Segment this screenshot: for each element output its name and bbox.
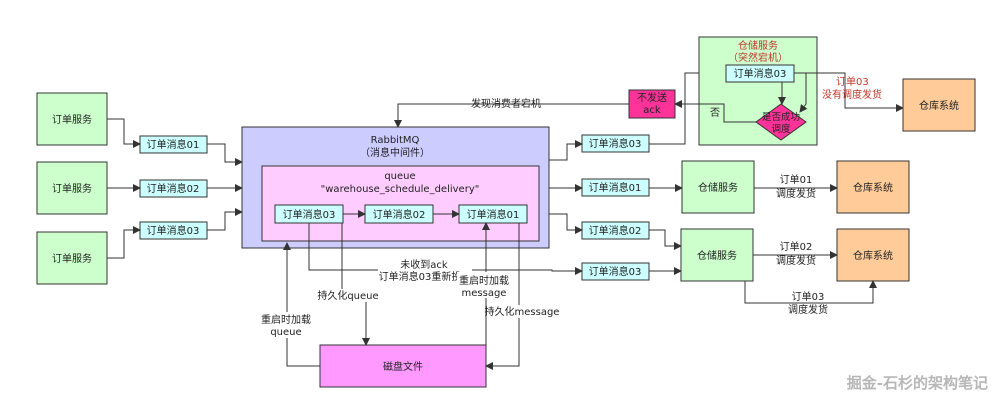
label-dispatch-03-line2: 调度发货 [788, 303, 828, 316]
incoming-message-01-label: 订单消息01 [147, 138, 200, 151]
restart-message-label-bg [457, 272, 511, 298]
storage-system-top-label: 仓库系统 [919, 99, 959, 112]
label-resend-line1: 未收到ack [400, 258, 448, 271]
storage-system-1: 仓库系统 [836, 160, 910, 214]
storage-system-2-label: 仓库系统 [853, 249, 893, 262]
label-not-dispatched-line2: 没有调度发货 [822, 88, 882, 101]
label-dispatch-02-line1: 订单02 [780, 241, 813, 253]
warehouse-service-2: 仓储服务 [680, 228, 754, 282]
disk-file: 磁盘文件 [319, 344, 487, 388]
incoming-message-01: 订单消息01 [139, 135, 208, 154]
storage-system-2: 仓库系统 [836, 228, 910, 282]
no-ack-line2: ack [643, 105, 661, 116]
label-persist-message: 持久化message [485, 305, 560, 318]
order-service-3-label: 订单服务 [52, 252, 92, 265]
crashed-service-title: 仓储服务 [738, 39, 778, 52]
no-ack-box: 不发送 ack [628, 89, 676, 119]
rabbitmq-title: RabbitMQ [371, 135, 420, 146]
decision-diamond: 是否成功 调度 [755, 103, 807, 141]
queue-message-03: 订单消息03 [274, 204, 344, 224]
label-dispatch-01-line1: 订单01 [780, 174, 813, 186]
warehouse-service-1: 仓储服务 [681, 160, 755, 214]
left-connectors [107, 118, 243, 259]
crash-connectors [394, 72, 904, 128]
outgoing-message-03-bottom: 订单消息03 [581, 262, 650, 281]
watermark: 掘金-石杉的架构笔记 [847, 374, 988, 392]
dispatch-connectors [744, 184, 877, 304]
crashed-message-03-label: 订单消息03 [734, 67, 787, 80]
label-restart-queue-line1: 重启时加载 [261, 313, 311, 326]
no-ack-line1: 不发送 [637, 91, 667, 104]
order-service-3: 订单服务 [36, 231, 108, 285]
label-dispatch-02-line2: 调度发货 [776, 254, 816, 267]
order-service-1-label: 订单服务 [52, 113, 92, 126]
label-resend-line2: 订单消息03重新投 [379, 270, 462, 283]
outgoing-message-01: 订单消息01 [581, 178, 650, 197]
incoming-message-02: 订单消息02 [139, 179, 208, 198]
outgoing-message-03-top-label: 订单消息03 [589, 137, 642, 150]
queue-box: queue "warehouse_schedule_delivery" [261, 165, 540, 242]
label-persist-queue: 持久化queue [317, 289, 378, 302]
crashed-warehouse-service: 仓储服务 （突然宕机） [698, 36, 818, 146]
warehouse-service-2-label: 仓储服务 [697, 249, 737, 262]
warehouse-service-1-label: 仓储服务 [698, 181, 738, 194]
order-service-1: 订单服务 [36, 92, 108, 146]
label-restart-queue-line2: queue [270, 327, 301, 338]
queue-message-03-label: 订单消息03 [283, 208, 336, 221]
restart-queue-label-bg [258, 312, 314, 338]
outgoing-message-01-label: 订单消息01 [589, 181, 642, 194]
decision-label-line1: 是否成功 [762, 111, 800, 123]
decision-label-line2: 调度 [771, 123, 791, 135]
outgoing-message-03-bottom-label: 订单消息03 [589, 265, 642, 278]
label-restart-message-line1: 重启时加载 [459, 274, 509, 287]
label-consumer-down: 发现消费者宕机 [471, 97, 541, 110]
rabbitmq-subtitle: （消息中间件） [360, 146, 430, 159]
incoming-message-03: 订单消息03 [139, 221, 208, 240]
persist-message-label-bg [487, 305, 559, 318]
storage-system-1-label: 仓库系统 [853, 181, 893, 194]
queue-title: queue [384, 171, 415, 182]
storage-system-top: 仓库系统 [902, 78, 976, 132]
outgoing-message-03-top: 订单消息03 [581, 134, 650, 153]
outgoing-message-02: 订单消息02 [581, 221, 650, 240]
order-service-2-label: 订单服务 [52, 182, 92, 195]
label-restart-message-line2: message [462, 288, 507, 299]
disk-file-label: 磁盘文件 [383, 360, 423, 373]
outgoing-message-02-label: 订单消息02 [589, 224, 642, 237]
crashed-service-subtitle: （突然宕机） [728, 51, 788, 64]
resend-label-bg [378, 256, 472, 282]
queue-message-01: 订单消息01 [458, 204, 528, 224]
order-service-2: 订单服务 [36, 161, 108, 215]
label-not-dispatched-line1: 订单03 [836, 76, 869, 88]
incoming-message-02-label: 订单消息02 [147, 182, 200, 195]
queue-message-01-label: 订单消息01 [467, 208, 520, 221]
queue-message-02: 订单消息02 [364, 204, 434, 224]
label-dispatch-01-line2: 调度发货 [776, 187, 816, 200]
label-no: 否 [710, 107, 720, 119]
incoming-message-03-label: 订单消息03 [147, 224, 200, 237]
persist-queue-label-bg [318, 289, 378, 302]
queue-name: "warehouse_schedule_delivery" [321, 184, 480, 195]
label-dispatch-03-line1: 订单03 [792, 291, 825, 303]
crashed-message-03: 订单消息03 [725, 64, 795, 83]
queue-message-02-label: 订单消息02 [373, 208, 426, 221]
